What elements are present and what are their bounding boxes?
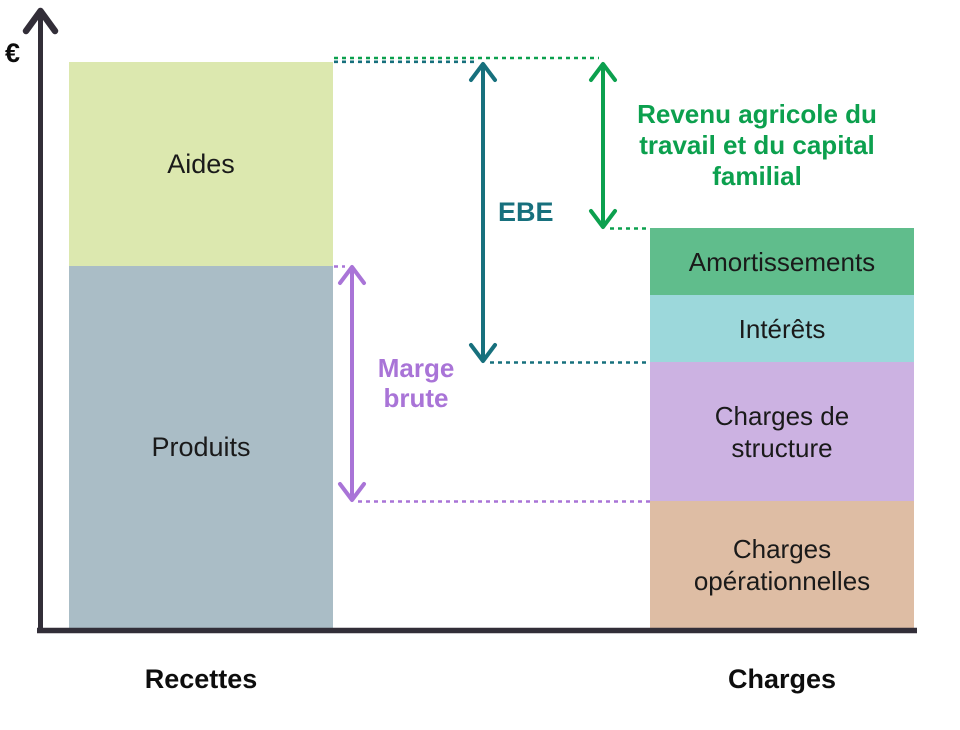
segment-charges-operationnelles: Charges opérationnelles	[650, 501, 914, 628]
segment-produits: Produits	[69, 266, 333, 628]
ebe-label: EBE	[498, 197, 554, 227]
y-axis-unit-label: €	[5, 38, 21, 68]
segment-amortissements-label: Amortissements	[688, 246, 876, 277]
segment-aides: Aides	[69, 62, 333, 266]
x-axis-category-recettes: Recettes	[144, 664, 258, 694]
marge-brute-arrow-icon	[338, 265, 366, 502]
revenu-arrow-icon	[589, 62, 617, 229]
segment-interets-label: Intérêts	[738, 313, 826, 344]
segment-interets: Intérêts	[650, 295, 914, 362]
revenu-agricole-label: Revenu agricole du travail et du capital…	[637, 99, 877, 191]
segment-aides-label: Aides	[167, 149, 235, 179]
segment-amortissements: Amortissements	[650, 228, 914, 295]
marge-brute-label: Marge brute	[377, 353, 455, 413]
segment-charges-structure: Charges de structure	[650, 362, 914, 501]
y-axis-arrowhead-icon	[22, 7, 59, 35]
segment-produits-label: Produits	[151, 432, 251, 462]
segment-charges-structure-label: Charges de structure	[714, 400, 850, 463]
ebe-arrow-icon	[469, 62, 497, 363]
x-axis-category-charges: Charges	[727, 664, 837, 694]
segment-charges-operationnelles-label: Charges opérationnelles	[693, 533, 871, 596]
